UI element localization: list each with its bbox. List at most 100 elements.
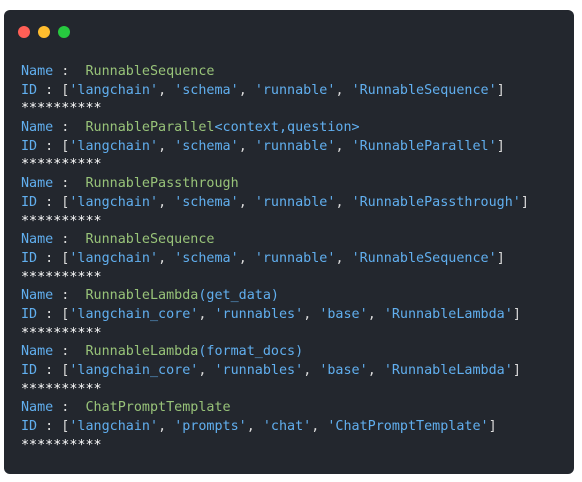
minimize-dot-icon[interactable] <box>38 26 50 38</box>
comma: , <box>158 82 175 98</box>
id-string: 'RunnableLambda' <box>383 363 513 378</box>
comma: , <box>238 82 255 98</box>
id-line: ID : ['langchain_core', 'runnables', 'ba… <box>21 306 529 325</box>
id-string: 'langchain' <box>69 138 159 154</box>
comma: , <box>158 250 175 266</box>
id-line: ID : ['langchain', 'schema', 'runnable',… <box>21 194 529 213</box>
separator: ********** <box>21 325 102 341</box>
runnable-name: RunnableLambda <box>85 344 199 360</box>
separator: ********** <box>21 213 102 229</box>
comma: , <box>198 306 215 322</box>
id-string: 'langchain' <box>69 419 159 435</box>
name-label: Name <box>21 120 54 136</box>
comma: , <box>367 363 384 378</box>
runnable-name: ChatPromptTemplate <box>85 400 231 416</box>
id-label: ID <box>21 250 38 266</box>
bracket-open: : [ <box>37 419 70 435</box>
id-string: 'RunnableParallel' <box>351 138 497 154</box>
bracket-close: ] <box>496 250 505 266</box>
id-string: 'prompts' <box>174 419 247 435</box>
separator-line: ********** <box>21 437 529 456</box>
name-label: Name <box>21 288 54 304</box>
comma: , <box>335 82 352 98</box>
id-string: 'RunnablePassthrough' <box>351 194 521 210</box>
comma: , <box>335 250 352 266</box>
runnable-name: RunnableSequence <box>85 232 215 248</box>
id-string: 'RunnableSequence' <box>351 82 497 98</box>
separator: ********** <box>21 381 102 397</box>
id-string: 'schema' <box>174 194 239 210</box>
separator-line: ********** <box>21 100 529 119</box>
separator-line: ********** <box>21 213 529 232</box>
comma: , <box>158 419 175 435</box>
id-string: 'runnable' <box>254 82 336 98</box>
bracket-open: : [ <box>37 194 70 210</box>
id-string: 'langchain' <box>69 250 159 266</box>
id-line: ID : ['langchain', 'schema', 'runnable',… <box>21 138 529 157</box>
runnable-args: (format_docs) <box>198 344 304 360</box>
id-string: 'RunnableSequence' <box>351 250 497 266</box>
separator-line: ********** <box>21 381 529 400</box>
name-line: Name : RunnableLambda(format_docs) <box>21 343 529 362</box>
id-line: ID : ['langchain', 'prompts', 'chat', 'C… <box>21 418 529 437</box>
separator: ********** <box>21 157 102 173</box>
id-string: 'langchain' <box>69 82 159 98</box>
id-line: ID : ['langchain_core', 'runnables', 'ba… <box>21 362 529 381</box>
separator: ********** <box>21 269 102 285</box>
runnable-name: RunnableLambda <box>85 288 199 304</box>
runnable-args: <context,question> <box>214 120 360 136</box>
id-string: 'langchain' <box>69 194 159 210</box>
comma: , <box>311 419 328 435</box>
bracket-close: ] <box>496 82 505 98</box>
comma: , <box>246 419 263 435</box>
runnable-name: RunnableSequence <box>85 64 215 79</box>
id-label: ID <box>21 82 38 98</box>
id-string: 'runnable' <box>254 138 336 154</box>
comma: , <box>303 363 320 378</box>
separator-line: ********** <box>21 156 529 175</box>
comma: , <box>238 194 255 210</box>
bracket-open: : [ <box>37 250 70 266</box>
id-string: 'chat' <box>262 419 312 435</box>
id-label: ID <box>21 306 38 322</box>
colon: : <box>53 288 86 304</box>
id-string: 'ChatPromptTemplate' <box>327 419 489 435</box>
comma: , <box>335 194 352 210</box>
separator-line: ********** <box>21 325 529 344</box>
id-label: ID <box>21 419 38 435</box>
comma: , <box>158 138 175 154</box>
name-line: Name : RunnableParallel<context,question… <box>21 119 529 138</box>
colon: : <box>53 344 86 360</box>
id-label: ID <box>21 138 38 154</box>
id-string: 'runnables' <box>214 363 304 378</box>
name-line: Name : RunnableLambda(get_data) <box>21 287 529 306</box>
comma: , <box>335 138 352 154</box>
id-string: 'schema' <box>174 250 239 266</box>
colon: : <box>53 64 86 79</box>
colon: : <box>53 120 86 136</box>
comma: , <box>198 363 215 378</box>
id-line: ID : ['langchain', 'schema', 'runnable',… <box>21 82 529 101</box>
comma: , <box>158 194 175 210</box>
id-string: 'runnable' <box>254 250 336 266</box>
separator-line: ********** <box>21 269 529 288</box>
maximize-dot-icon[interactable] <box>58 26 70 38</box>
runnable-name: RunnableParallel <box>85 120 215 136</box>
bracket-open: : [ <box>37 82 70 98</box>
comma: , <box>238 250 255 266</box>
name-line: Name : RunnableSequence <box>21 231 529 250</box>
name-label: Name <box>21 176 54 192</box>
id-string: 'RunnableLambda' <box>383 306 513 322</box>
id-string: 'runnable' <box>254 194 336 210</box>
comma: , <box>303 306 320 322</box>
name-label: Name <box>21 232 54 248</box>
bracket-open: : [ <box>37 306 70 322</box>
id-string: 'langchain_core' <box>69 306 199 322</box>
close-dot-icon[interactable] <box>18 26 30 38</box>
id-string: 'base' <box>319 363 368 378</box>
bracket-close: ] <box>520 194 529 210</box>
name-label: Name <box>21 64 54 79</box>
runnable-name: RunnablePassthrough <box>85 176 239 192</box>
separator: ********** <box>21 101 102 117</box>
